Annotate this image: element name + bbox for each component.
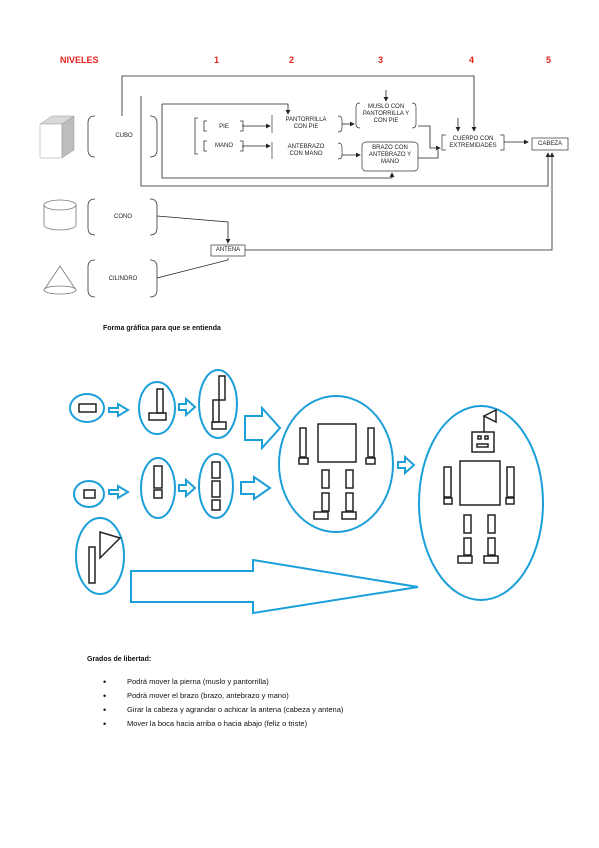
level-4-label: 4 [469,55,475,65]
degrees-list: Podrá mover la pierna (muslo y pantorril… [103,675,343,731]
node-brazo-line3: MANO [381,159,399,165]
node-brazo: BRAZO CON ANTEBRAZO Y MANO [362,145,418,166]
node-cubo: CUBO [115,133,133,139]
levels-title: NIVELES [60,55,99,65]
list-item: Podrá mover el brazo (brazo, antebrazo y… [103,689,343,703]
node-pantorrilla-line2: CON PIE [293,124,319,130]
node-cuerpo-line2: EXTREMIDADES [449,143,497,149]
node-brazo-line1: BRAZO CON [372,145,408,151]
graphic-caption: Forma gráfica para que se entienda [103,325,221,332]
level-3-label: 3 [378,55,384,65]
list-item: Girar la cabeza y agrandar o achicar la … [103,703,343,717]
node-mano: MANO [215,143,233,149]
list-item: Podrá mover la pierna (muslo y pantorril… [103,675,343,689]
level-1-label: 1 [214,55,220,65]
node-pantorrilla-line1: PANTORRILLA [285,117,327,123]
node-antebrazo-line1: ANTEBRAZO [287,144,325,150]
node-cono: CONO [114,214,132,220]
level-5-label: 5 [546,55,552,65]
node-antebrazo: ANTEBRAZO CON MANO [273,144,339,158]
node-pantorrilla: PANTORRILLA CON PIE [273,117,339,131]
cone-icon [43,265,77,295]
node-cabeza: CABEZA [537,141,562,147]
node-cuerpo: CUERPO CON EXTREMIDADES [444,136,502,150]
cube-icon [39,115,75,159]
node-pie: PIE [219,124,229,130]
node-antebrazo-line2: CON MANO [289,151,323,157]
degrees-caption: Grados de libertad: [87,656,152,663]
cylinder-icon [43,199,77,231]
node-cilindro: CILINDRO [108,276,138,282]
level-2-label: 2 [289,55,295,65]
list-item: Mover la boca hacia arriba o hacia abajo… [103,717,343,731]
node-brazo-line2: ANTEBRAZO Y [368,152,412,158]
node-cuerpo-line1: CUERPO CON [452,136,494,142]
node-muslo: MUSLO CON PANTORRILLA Y CON PIE [357,104,415,125]
node-muslo-line2: PANTORRILLA Y [362,111,410,117]
node-antena: ANTENA [215,247,241,253]
node-muslo-line1: MUSLO CON [367,104,405,110]
node-muslo-line3: CON PIE [373,118,399,124]
